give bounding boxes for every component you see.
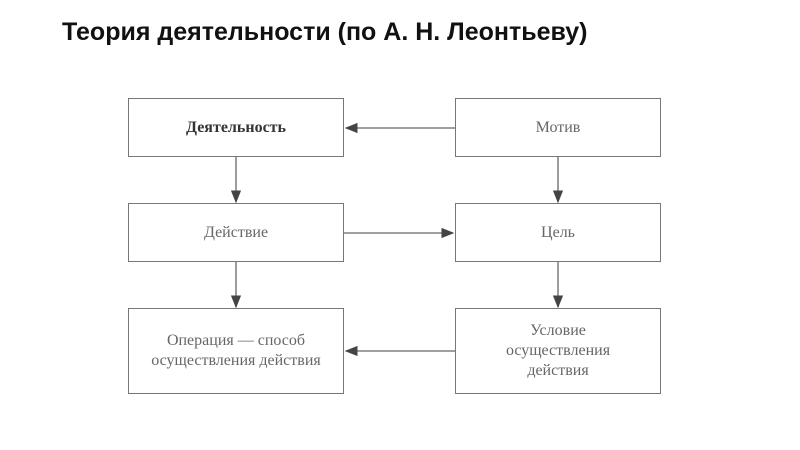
node-activity: Деятельность bbox=[128, 98, 344, 157]
node-action: Действие bbox=[128, 203, 344, 262]
node-motive: Мотив bbox=[455, 98, 661, 157]
node-operation: Операция — способ осуществления действия bbox=[128, 308, 344, 394]
node-goal: Цель bbox=[455, 203, 661, 262]
node-condition: Условие осуществления действия bbox=[455, 308, 661, 394]
slide-title: Теория деятельности (по А. Н. Леонтьеву) bbox=[62, 18, 588, 46]
